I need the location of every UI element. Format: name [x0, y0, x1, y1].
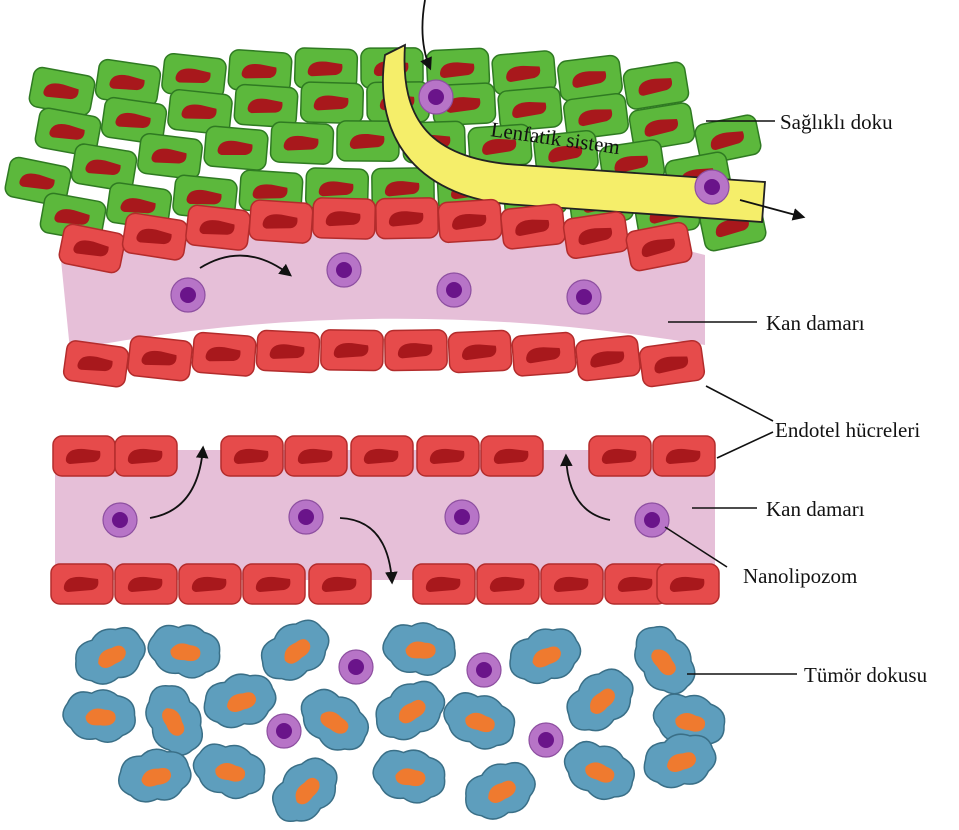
healthy-cell	[28, 66, 96, 117]
endothelial-cell	[351, 436, 413, 476]
endothelial-cell	[575, 335, 641, 381]
nanoliposome	[103, 503, 137, 537]
endothelial-cell	[438, 199, 502, 243]
tumor-cell	[379, 616, 459, 679]
nanoliposome	[437, 273, 471, 307]
endothelial-cell	[541, 564, 603, 604]
tumor-tissue-label: Tümör dokusu	[804, 663, 928, 687]
endothelial-cell	[417, 436, 479, 476]
tumor-cell	[138, 677, 211, 763]
endothelial-cell	[256, 330, 320, 373]
endothelial-cell	[309, 564, 371, 604]
endothelial-cell	[243, 564, 305, 604]
nanoliposome	[635, 503, 669, 537]
endothelial-cell	[448, 330, 512, 373]
nanoliposome	[419, 80, 453, 114]
endothelial-cell	[51, 564, 113, 604]
endothelial-cell	[115, 436, 177, 476]
tumor-cell	[555, 730, 644, 811]
endothelial-cell	[657, 564, 719, 604]
endothelial-cell	[53, 436, 115, 476]
endothelial-cell	[221, 436, 283, 476]
healthy-cell	[300, 82, 363, 124]
endothelial-cell	[477, 564, 539, 604]
nanoliposome	[567, 280, 601, 314]
nanoliposome	[267, 714, 301, 748]
tumor-cell	[143, 616, 226, 685]
endothelial-cell	[653, 436, 715, 476]
tumor-tissue-cells	[59, 610, 732, 830]
tumor-cell	[624, 615, 705, 704]
endothelial-cell	[115, 564, 177, 604]
endothelial-cell	[639, 340, 706, 388]
nanoliposome	[171, 278, 205, 312]
endothelial-cell	[413, 564, 475, 604]
endothelial-cell	[179, 564, 241, 604]
endothelial-cell	[589, 436, 651, 476]
endothelial-cell	[249, 200, 314, 244]
endothelial-cell	[321, 330, 384, 371]
tumor-cell	[366, 672, 453, 749]
healthy-cell	[234, 84, 299, 128]
tumor-cell	[67, 619, 153, 692]
endothelial-cell	[63, 340, 130, 388]
tumor-cell	[457, 754, 543, 827]
endothelial-cell	[127, 335, 193, 381]
nanoliposome	[467, 653, 501, 687]
healthy-cell	[203, 126, 268, 171]
nanoliposome	[695, 170, 729, 204]
healthy-cell	[270, 122, 334, 165]
nanoliposome	[529, 723, 563, 757]
endothelial-cell	[562, 211, 629, 260]
endothelial-cell	[481, 436, 543, 476]
nanoliposome	[445, 500, 479, 534]
tumor-cell	[59, 683, 139, 746]
nanoliposome-label: Nanolipozom	[743, 564, 857, 588]
endothelial-cell	[285, 436, 347, 476]
endothelial-cell	[121, 212, 188, 261]
tumor-cell	[368, 741, 451, 810]
endothelial-cell	[313, 198, 376, 240]
nanoliposome	[339, 650, 373, 684]
blood-vessel-top-label: Kan damarı	[766, 311, 865, 335]
endothelial-cell	[376, 198, 439, 239]
tumor-cell	[260, 747, 349, 830]
endothelial-cells-label: Endotel hücreleri	[775, 418, 920, 442]
tumor-cell	[199, 669, 279, 732]
tumor-cell	[503, 621, 586, 690]
healthy-tissue-label: Sağlıklı doku	[780, 110, 893, 134]
tumor-cell	[290, 677, 379, 763]
endothelial-cell	[192, 332, 257, 377]
tumor-cell	[436, 681, 523, 758]
endothelial-cell	[512, 332, 577, 377]
nanoliposome	[289, 500, 323, 534]
tumor-cell	[116, 746, 193, 804]
endothelial-cell	[385, 330, 448, 371]
healthy-cell	[137, 133, 203, 180]
endothelial-cell	[500, 203, 566, 249]
nanoliposome	[327, 253, 361, 287]
blood-vessel-bottom-label: Kan damarı	[766, 497, 865, 521]
endothelial-cell	[185, 204, 251, 251]
